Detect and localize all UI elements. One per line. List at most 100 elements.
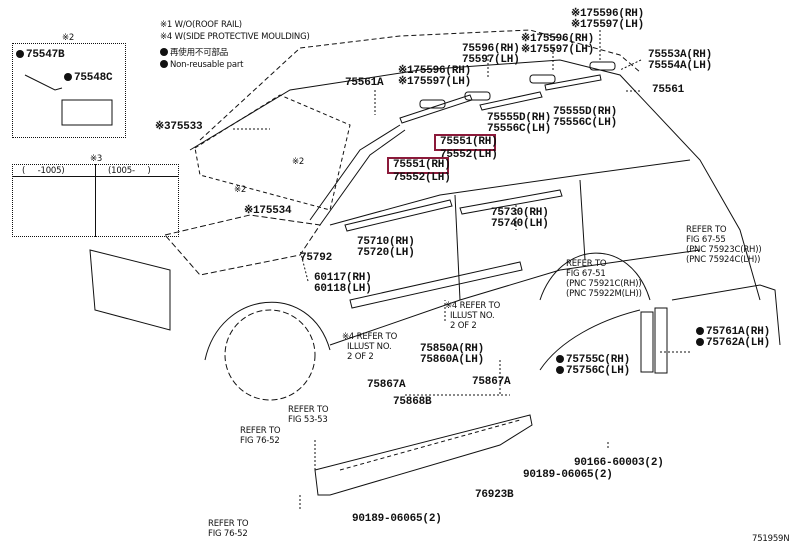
part-75730[interactable]: 75730(RH)	[491, 207, 549, 219]
diagram-id: 751959N	[752, 534, 790, 544]
part-90189-06065-a[interactable]: 90189-06065(2)	[352, 513, 442, 525]
part-60118[interactable]: 60118(LH)	[314, 283, 372, 295]
moulding-front	[344, 199, 453, 232]
part-75868B[interactable]: 75868B	[393, 396, 432, 408]
part-75561[interactable]: 75561	[652, 84, 685, 96]
a-pillar	[309, 124, 401, 221]
nonreuse-en-text: Non-reusable part	[170, 60, 244, 70]
part-75756C[interactable]: 75756C(LH)	[556, 366, 630, 377]
part-75554A[interactable]: 75554A(LH)	[648, 60, 713, 72]
nonreuse-jp-text: 再使用不可部品	[170, 48, 229, 58]
note-refer-fig-67-55: REFER TO FIG 67-55 (PNC 75923C(RH)) (PNC…	[686, 225, 762, 265]
windshield	[194, 94, 351, 211]
highlight-box-75551-b	[387, 157, 449, 174]
part-75534[interactable]: ※175534	[244, 205, 292, 217]
inset-3-col-left: ( -1005)	[22, 166, 65, 176]
part-75552-lh-a[interactable]: 75552(LH)	[440, 149, 498, 161]
part-60117[interactable]: 60117(RH)	[314, 272, 372, 284]
part-75597-lh-a[interactable]: ※175597(LH)	[398, 76, 472, 88]
roof-strip-3	[544, 74, 602, 91]
door-line-1	[454, 194, 461, 301]
body-sill	[329, 249, 701, 346]
roof-part-2	[464, 91, 491, 101]
part-75596-rh-b[interactable]: 75596(RH)	[462, 43, 520, 55]
hood	[164, 214, 321, 276]
legend-nonreuse-en: Non-reusable part	[160, 60, 243, 70]
part-75596-rh-d[interactable]: ※175596(RH)	[571, 8, 645, 20]
legend-nonreuse-jp: 再使用不可部品	[160, 48, 228, 58]
roof-strip-2	[479, 91, 543, 111]
part-75551-rh-a[interactable]: 75551(RH)	[440, 136, 498, 148]
part-number: 75547B	[26, 49, 65, 61]
part-75548C[interactable]: 75548C	[64, 72, 113, 84]
nonreusable-dot-icon	[696, 338, 704, 346]
part-number: 75548C	[74, 72, 113, 84]
part-number: 75762A(LH)	[706, 337, 771, 349]
part-number: 75755C(RH)	[566, 354, 631, 366]
part-76923B[interactable]: 76923B	[475, 489, 514, 501]
note-star2-a: ※2	[292, 157, 305, 167]
part-75596-rh-a[interactable]: ※175596(RH)	[398, 65, 472, 77]
note-star2-b: ※2	[234, 185, 247, 195]
part-75555D-a[interactable]: 75555D(RH)	[487, 112, 552, 124]
rear-wheel-arch	[539, 252, 651, 301]
part-90166-60003[interactable]: 90166-60003(2)	[574, 457, 664, 469]
part-number: 75761A(RH)	[706, 326, 771, 338]
part-75561A[interactable]: 75561A	[345, 77, 384, 89]
roof-part-3	[529, 74, 556, 84]
trim-arc	[539, 309, 641, 371]
roof-part-1	[419, 99, 446, 109]
part-75597-lh-c[interactable]: ※175597(LH)	[521, 44, 595, 56]
body-belt	[329, 159, 691, 226]
roof-outline	[199, 29, 641, 141]
part-75867A-right[interactable]: 75867A	[472, 376, 511, 388]
grille	[89, 249, 171, 331]
note-refer-illust-b: ※4 REFER TO ILLUST NO. 2 OF 2	[342, 332, 398, 362]
part-75597-lh-d[interactable]: ※175597(LH)	[571, 19, 645, 31]
nonreusable-dot-icon	[64, 73, 72, 81]
part-75533[interactable]: ※375533	[155, 121, 203, 133]
roof-edge	[189, 59, 761, 301]
part-75850A[interactable]: 75850A(RH)	[420, 343, 485, 355]
note-refer-fig-53-53: REFER TO FIG 53-53	[288, 405, 329, 425]
part-75597-lh-b[interactable]: 75597(LH)	[462, 54, 520, 66]
highlight-box-75551-a	[434, 134, 496, 151]
part-75556C-b[interactable]: 75556C(LH)	[553, 117, 618, 129]
nonreusable-dot-icon	[556, 366, 564, 374]
rocker-inner	[339, 419, 521, 471]
note-refer-fig-76-52-b: REFER TO FIG 76-52	[208, 519, 249, 539]
clip-drawing	[24, 74, 63, 91]
front-wheel	[224, 309, 316, 401]
part-75867A-left[interactable]: 75867A	[367, 379, 406, 391]
part-75755C[interactable]: 75755C(RH)	[556, 355, 630, 366]
part-75761A[interactable]: 75761A(RH)	[696, 327, 770, 338]
part-75762A[interactable]: 75762A(LH)	[696, 338, 770, 349]
note-refer-fig-76-52-a: REFER TO FIG 76-52	[240, 426, 281, 446]
rocker-panel	[314, 414, 533, 496]
bracket-drawing	[61, 99, 113, 126]
inset-2-box	[12, 43, 126, 138]
leaders	[233, 30, 690, 510]
part-90189-06065-b[interactable]: 90189-06065(2)	[523, 469, 613, 481]
part-number: 75756C(LH)	[566, 365, 631, 377]
part-75555D-b[interactable]: 75555D(RH)	[553, 106, 618, 118]
part-75556C-a[interactable]: 75556C(LH)	[487, 123, 552, 135]
part-75547B[interactable]: 75547B	[16, 49, 65, 61]
part-75553A[interactable]: 75553A(RH)	[648, 49, 713, 61]
part-75710[interactable]: 75710(RH)	[357, 236, 415, 248]
part-75596-rh-c[interactable]: ※175596(RH)	[521, 33, 595, 45]
part-75740[interactable]: 75740(LH)	[491, 218, 549, 230]
inset-3-title: ※3	[90, 154, 103, 164]
a-pillar-2	[319, 129, 406, 226]
part-75860A[interactable]: 75860A(LH)	[420, 354, 485, 366]
inset-2-title: ※2	[62, 33, 75, 43]
part-75552-lh-b[interactable]: 75552(LH)	[393, 172, 451, 184]
part-75551-rh-b[interactable]: 75551(RH)	[393, 159, 451, 171]
trim-pillar-a	[640, 311, 654, 373]
inset-3-col-divider	[95, 164, 96, 237]
inset-3-col-right: (1005- )	[108, 166, 151, 176]
moulding-rear	[459, 189, 563, 215]
trim-pillar-b	[654, 307, 668, 374]
part-75792[interactable]: 75792	[300, 252, 333, 264]
part-75720[interactable]: 75720(LH)	[357, 247, 415, 259]
